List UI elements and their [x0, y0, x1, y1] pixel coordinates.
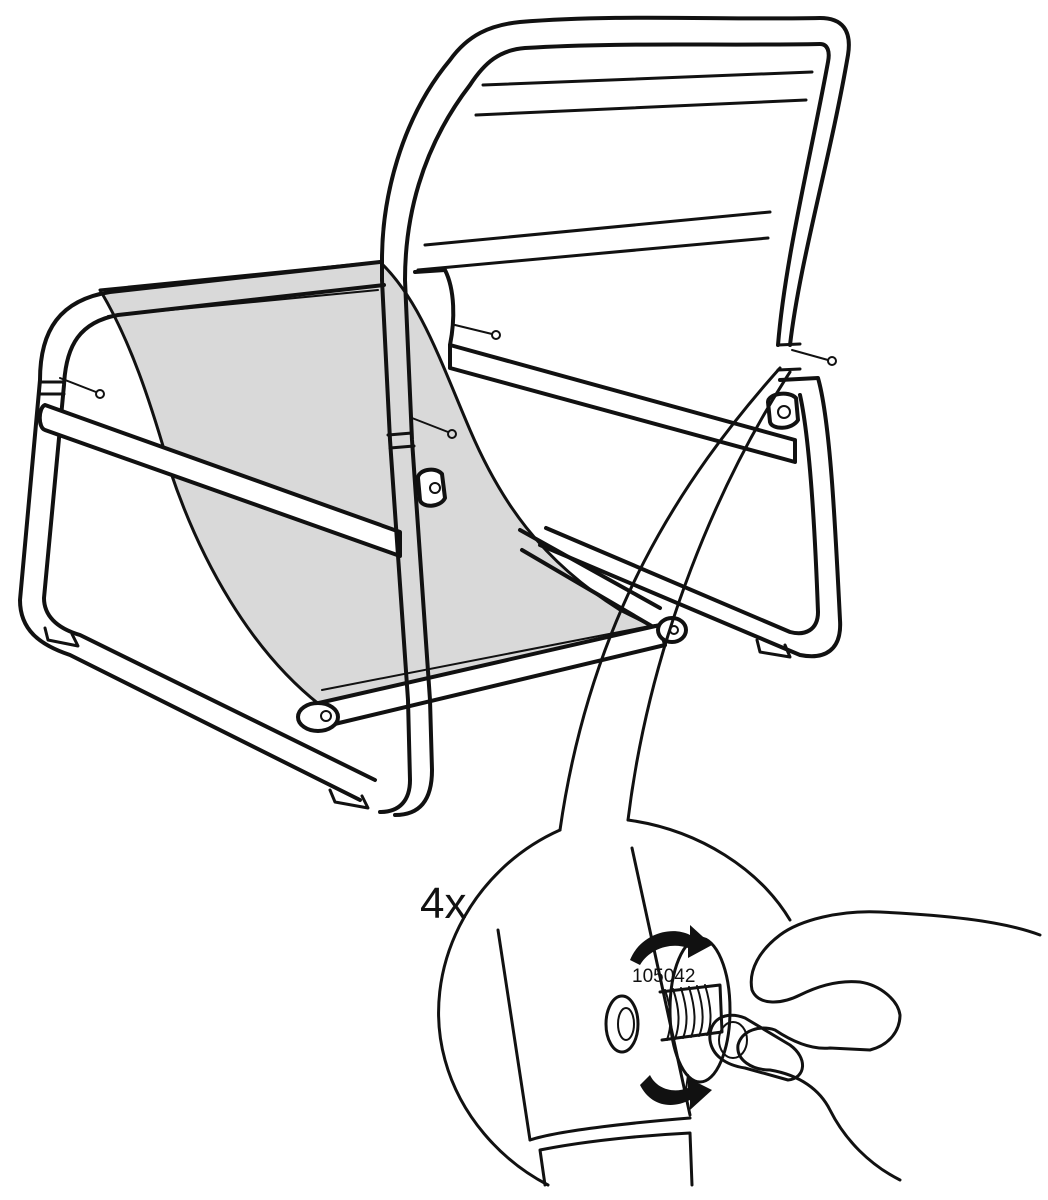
- bar-end-hole: [320, 710, 332, 722]
- callout-leader: [626, 370, 792, 822]
- foot-pad: [328, 788, 370, 810]
- backrest-leg-left: [378, 278, 412, 814]
- tube-joint: [776, 367, 802, 372]
- screw: [454, 324, 501, 340]
- screw: [791, 349, 837, 366]
- right-side-frame: [538, 376, 843, 659]
- foot-pad: [755, 638, 792, 659]
- threaded-insert: [604, 994, 640, 1054]
- bar-end-cap: [296, 701, 340, 733]
- rotate-arrow-icon: [640, 1075, 712, 1110]
- backrest-slat: [423, 210, 772, 247]
- rear-stretcher-tube: [448, 343, 797, 464]
- screw: [411, 417, 457, 439]
- rotate-arrow-icon: [630, 925, 712, 965]
- lower-stretcher: [518, 528, 662, 610]
- backrest-frame-inner: [403, 42, 831, 347]
- thumb: [708, 1013, 804, 1082]
- left-side-frame-inner: [42, 283, 386, 782]
- part-number-label: 105042: [632, 966, 695, 987]
- hand: [736, 910, 1042, 1182]
- right-side-frame: [413, 268, 456, 347]
- callout-leader: [558, 366, 782, 832]
- right-side-frame-inner: [544, 393, 820, 636]
- bracket-hole: [777, 405, 791, 419]
- backrest-slat: [474, 98, 808, 117]
- backrest-leg-left-inner: [393, 278, 434, 817]
- sling-seat: [98, 260, 662, 707]
- front-stretcher-tube: [37, 403, 402, 558]
- bolt-shaft: [658, 983, 724, 1042]
- bracket-hole: [429, 482, 441, 494]
- mounting-bracket: [416, 467, 447, 508]
- tube-joint: [776, 342, 802, 347]
- detail-callout: [437, 818, 1042, 1187]
- quantity-label: 4x: [420, 879, 466, 928]
- left-side-frame: [18, 260, 382, 802]
- backrest-frame: [380, 15, 851, 347]
- seat-hem-line: [321, 624, 656, 691]
- backrest-slat: [481, 70, 814, 87]
- tube-joint: [388, 444, 416, 450]
- lower-stretcher: [520, 548, 657, 630]
- foot-pad: [43, 626, 80, 648]
- tube-joint: [386, 431, 414, 437]
- thumbnail: [718, 1021, 748, 1059]
- screw: [59, 377, 105, 399]
- backrest-slat: [416, 236, 770, 272]
